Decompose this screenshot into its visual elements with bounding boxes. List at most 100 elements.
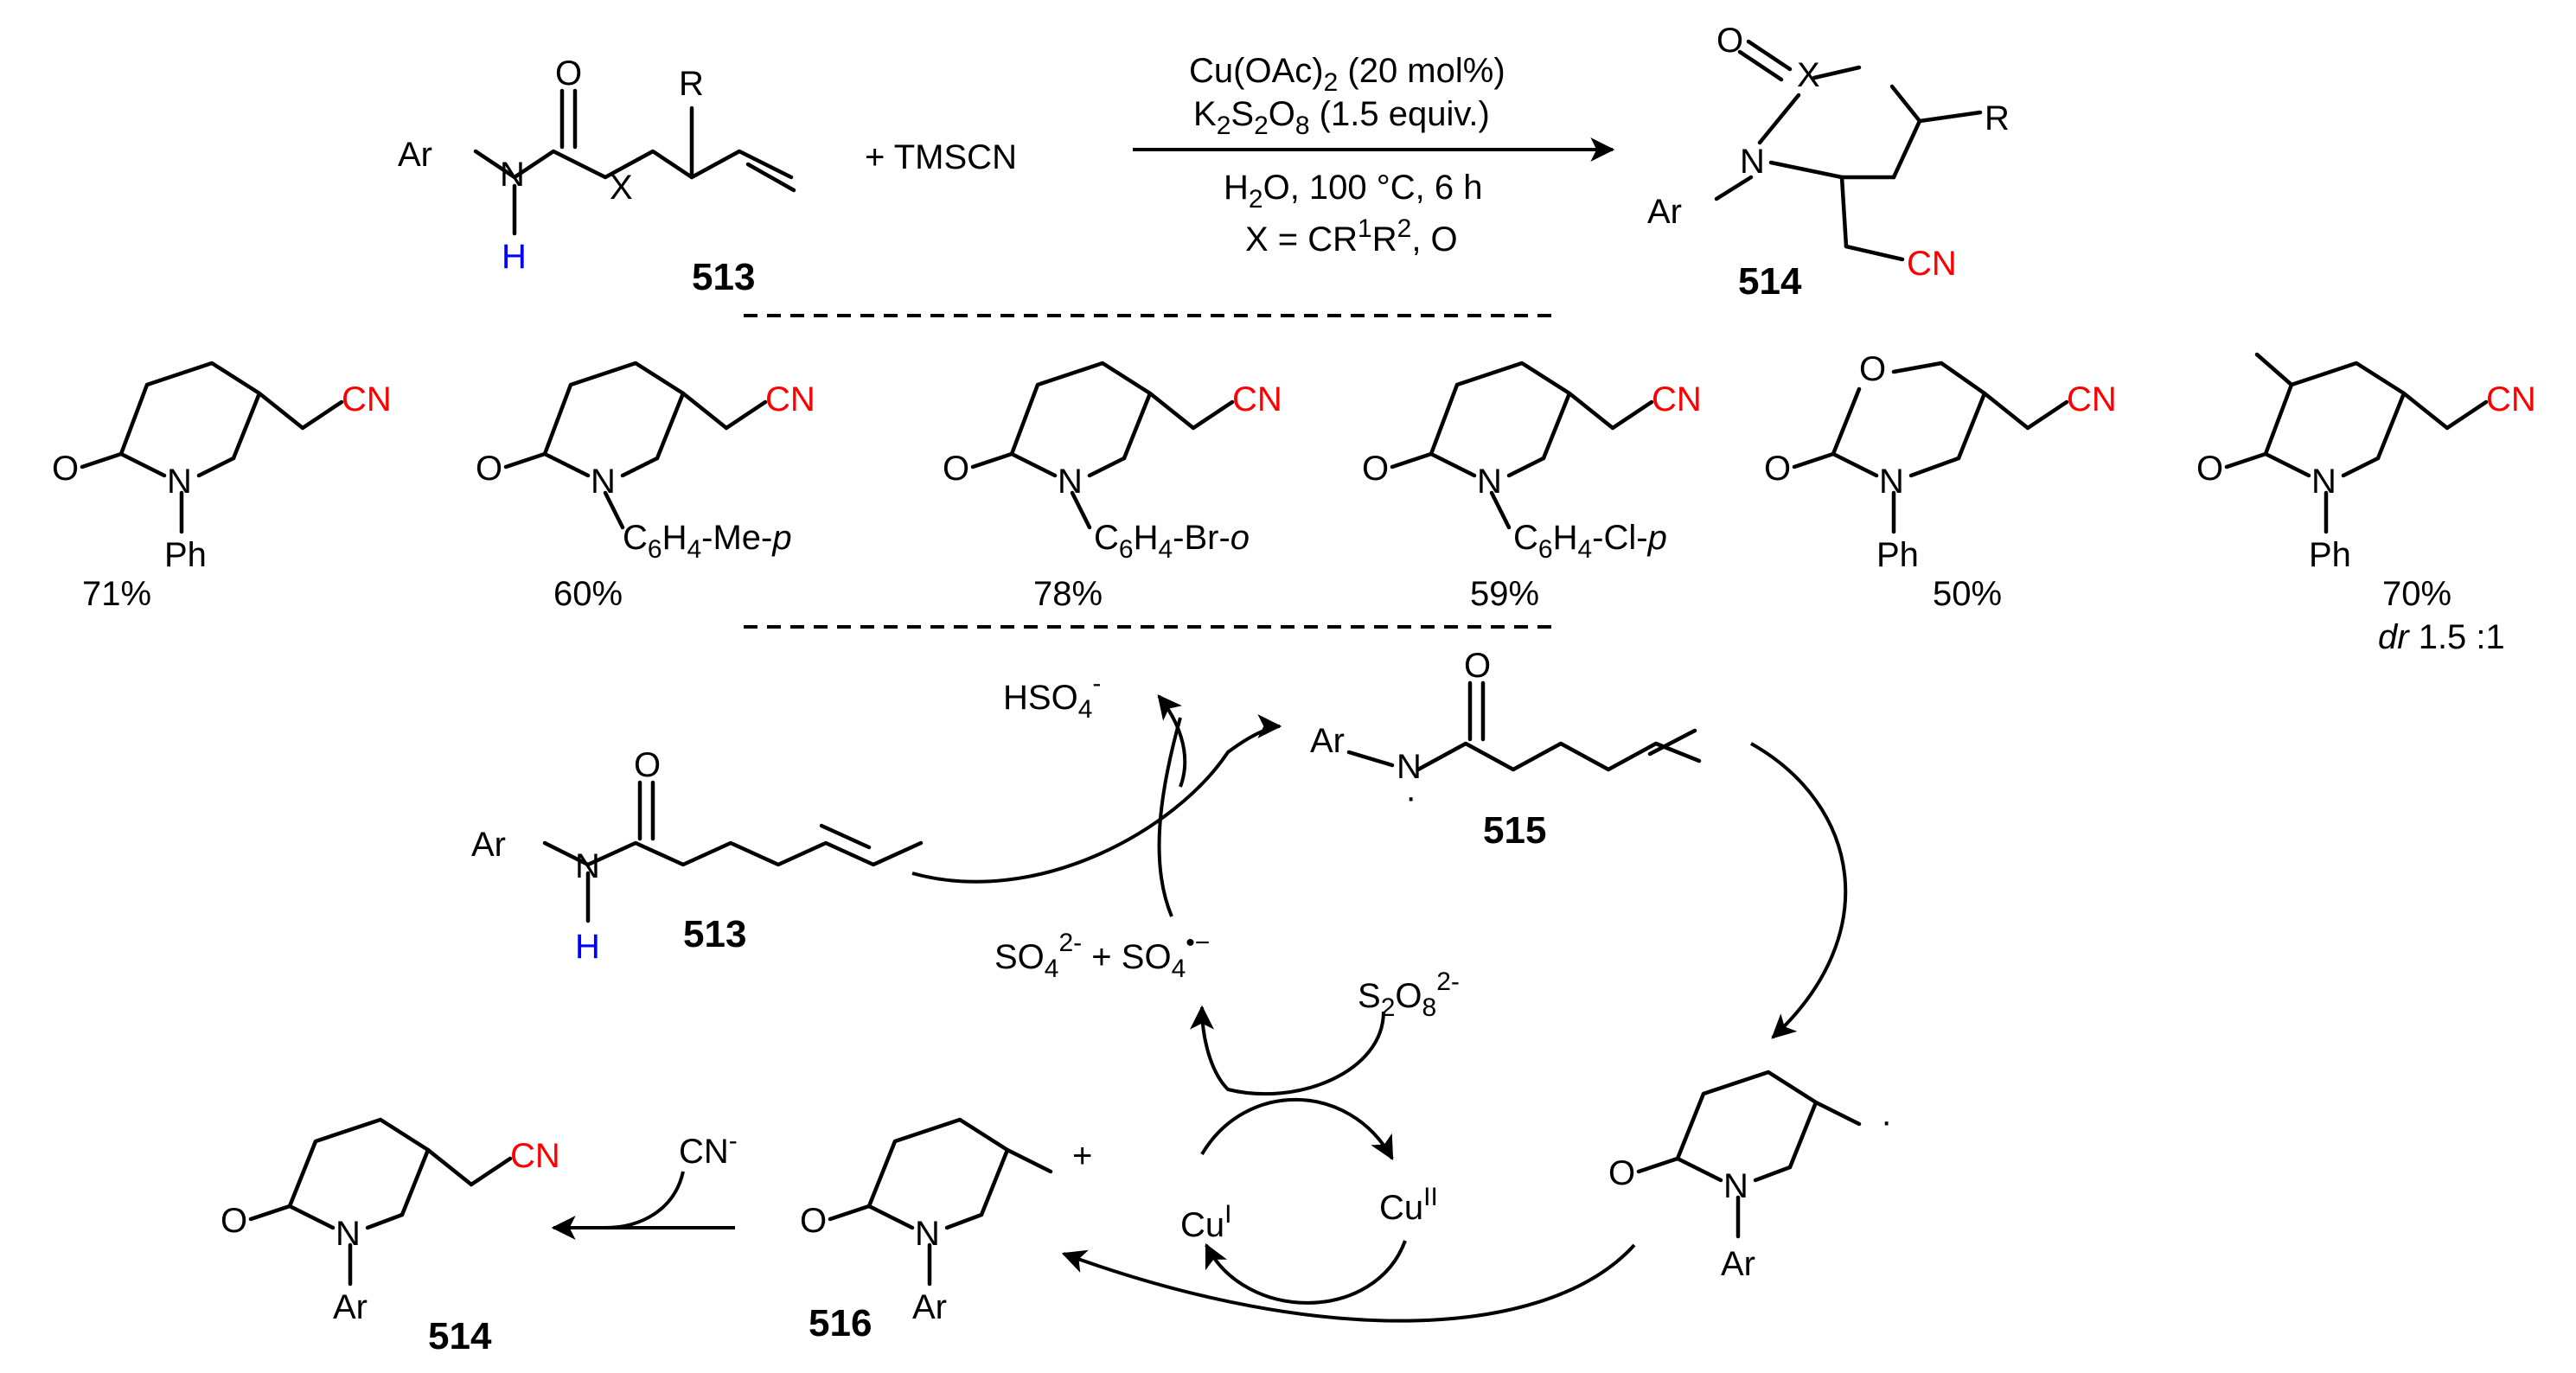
compound-514-label: 514 bbox=[428, 1315, 492, 1357]
arrow-to-so4 bbox=[1190, 1005, 1385, 1096]
aryl-substituent: C6H4-Me-p bbox=[623, 519, 792, 564]
atom-n: N bbox=[1723, 1167, 1748, 1205]
atom-ar: Ar bbox=[333, 1288, 368, 1326]
atom-o: O bbox=[476, 450, 502, 488]
atom-ph: Ph bbox=[1876, 536, 1919, 574]
atom-x: X bbox=[610, 169, 633, 207]
arrow-cu2-to-cu1 bbox=[1205, 1240, 1407, 1305]
atom-n: N bbox=[167, 463, 192, 501]
atom-ar: Ar bbox=[1647, 193, 1682, 231]
scope-product-3: O N CN C6H4-Br-o 78% bbox=[943, 361, 1282, 613]
atom-x: X bbox=[1797, 56, 1820, 94]
atom-o: O bbox=[1764, 450, 1791, 488]
atom-o-ring: O bbox=[1859, 350, 1886, 388]
atom-h: H bbox=[502, 238, 527, 276]
compound-515-label: 515 bbox=[1483, 809, 1546, 852]
atom-n: N bbox=[1879, 463, 1904, 501]
atom-cn: CN bbox=[2067, 380, 2117, 418]
sulfate-radical: SO42- + SO4•− bbox=[994, 929, 1210, 983]
reaction-conditions: Cu(OAc)2 (20 mol%) K2S2O8 (1.5 equiv.) H… bbox=[1133, 52, 1615, 259]
yield-4: 59% bbox=[1470, 575, 1539, 613]
atom-ar: Ar bbox=[1310, 722, 1345, 760]
atom-n: N bbox=[2311, 463, 2336, 501]
atom-n: N bbox=[1397, 748, 1422, 786]
atom-n: N bbox=[500, 156, 525, 194]
atom-o: O bbox=[1362, 450, 1389, 488]
yield-5: 50% bbox=[1933, 575, 2002, 613]
atom-cn: CN bbox=[1652, 380, 1702, 418]
substrate-513-mech: Ar N H O 513 bbox=[471, 746, 924, 966]
arrow-cu1-to-cu2 bbox=[1200, 1097, 1394, 1161]
atom-o: O bbox=[2196, 450, 2223, 488]
copper-i: CuI bbox=[1180, 1200, 1231, 1244]
atom-o: O bbox=[800, 1202, 827, 1240]
atom-cn: CN bbox=[1232, 380, 1282, 418]
atom-ar: Ar bbox=[471, 826, 506, 864]
atom-o: O bbox=[1608, 1154, 1635, 1192]
atom-n: N bbox=[591, 463, 616, 501]
aryl-substituent: C6H4-Br-o bbox=[1094, 519, 1250, 564]
arrow-cyanide-in bbox=[604, 1171, 685, 1229]
atom-n: N bbox=[575, 847, 600, 885]
compound-516-label: 516 bbox=[809, 1302, 872, 1344]
oxidant-cycle-labels: HSO4- SO42- + SO4•− S2O82- CuI CuII bbox=[994, 669, 1460, 1244]
scope-product-6: O N Ph CN 70% dr 1.5 :1 bbox=[2196, 352, 2536, 656]
bisulfate: HSO4- bbox=[1003, 669, 1101, 724]
atom-n: N bbox=[1058, 463, 1083, 501]
cyanide-anion: CN- bbox=[679, 1127, 738, 1171]
atom-cn: CN bbox=[342, 380, 392, 418]
reagent-tmscn: + TMSCN bbox=[865, 138, 1017, 176]
compound-513-label: 513 bbox=[683, 913, 746, 955]
compound-513-label: 513 bbox=[692, 256, 755, 298]
x-definition: X = CR1R2, O bbox=[1245, 214, 1458, 259]
yield-2: 60% bbox=[553, 575, 623, 613]
atom-n: N bbox=[336, 1215, 361, 1253]
copper-ii: CuII bbox=[1379, 1183, 1438, 1227]
atom-h: H bbox=[575, 928, 600, 966]
atom-ar: Ar bbox=[1721, 1245, 1755, 1283]
oxidant: K2S2O8 (1.5 equiv.) bbox=[1193, 95, 1490, 140]
catalyst: Cu(OAc)2 (20 mol%) bbox=[1189, 52, 1505, 97]
atom-o: O bbox=[52, 450, 79, 488]
solvent-temp: H2O, 100 °C, 6 h bbox=[1224, 169, 1482, 214]
substrate-513-top: Ar N H O X R 513 bbox=[398, 54, 796, 298]
atom-r: R bbox=[1985, 99, 2010, 137]
atom-n: N bbox=[1740, 143, 1765, 181]
atom-cn: CN bbox=[765, 380, 815, 418]
atom-r: R bbox=[679, 65, 704, 103]
radical-dot: · bbox=[1881, 1102, 1892, 1140]
atom-ar: Ar bbox=[912, 1288, 947, 1326]
atom-o: O bbox=[1464, 647, 1491, 685]
atom-cn: CN bbox=[1907, 245, 1957, 283]
cation-516: O N Ar + 516 bbox=[800, 1117, 1092, 1344]
radical-dot: · bbox=[1405, 778, 1416, 816]
product-514-mech: O N Ar CN 514 bbox=[221, 1117, 560, 1357]
arrow-513-to-515 bbox=[911, 714, 1282, 884]
atom-o: O bbox=[943, 450, 969, 488]
arrow-515-to-cyclized bbox=[1750, 742, 1848, 1039]
yield-6: 70% bbox=[2382, 575, 2451, 613]
mechanism-arrows bbox=[551, 694, 1848, 1323]
atom-o: O bbox=[634, 746, 661, 784]
radical-515: Ar N · O 515 bbox=[1310, 647, 1702, 852]
scope-product-5: O O N Ph CN 50% bbox=[1764, 350, 2117, 613]
atom-o: O bbox=[555, 54, 582, 93]
atom-o: O bbox=[1716, 22, 1743, 60]
dr-value: dr 1.5 :1 bbox=[2378, 618, 2505, 656]
yield-1: 71% bbox=[82, 575, 151, 613]
radical-cyclized: O N Ar · bbox=[1608, 1070, 1892, 1283]
atom-n: N bbox=[915, 1215, 940, 1253]
arrow-so4-rise bbox=[1157, 717, 1182, 917]
compound-514-label: 514 bbox=[1738, 260, 1802, 303]
atom-ph: Ph bbox=[164, 536, 207, 574]
arrow-to-hso4 bbox=[1157, 694, 1187, 788]
atom-n: N bbox=[1477, 463, 1502, 501]
yield-3: 78% bbox=[1033, 575, 1103, 613]
product-514-top: O X R N Ar CN 514 bbox=[1647, 22, 2010, 303]
scope-product-1: O N Ph CN 71% bbox=[52, 361, 392, 613]
atom-ar: Ar bbox=[398, 136, 432, 174]
atom-ph: Ph bbox=[2309, 536, 2351, 574]
aryl-substituent: C6H4-Cl-p bbox=[1513, 519, 1667, 564]
scope-product-2: O N CN C6H4-Me-p 60% bbox=[476, 361, 815, 613]
